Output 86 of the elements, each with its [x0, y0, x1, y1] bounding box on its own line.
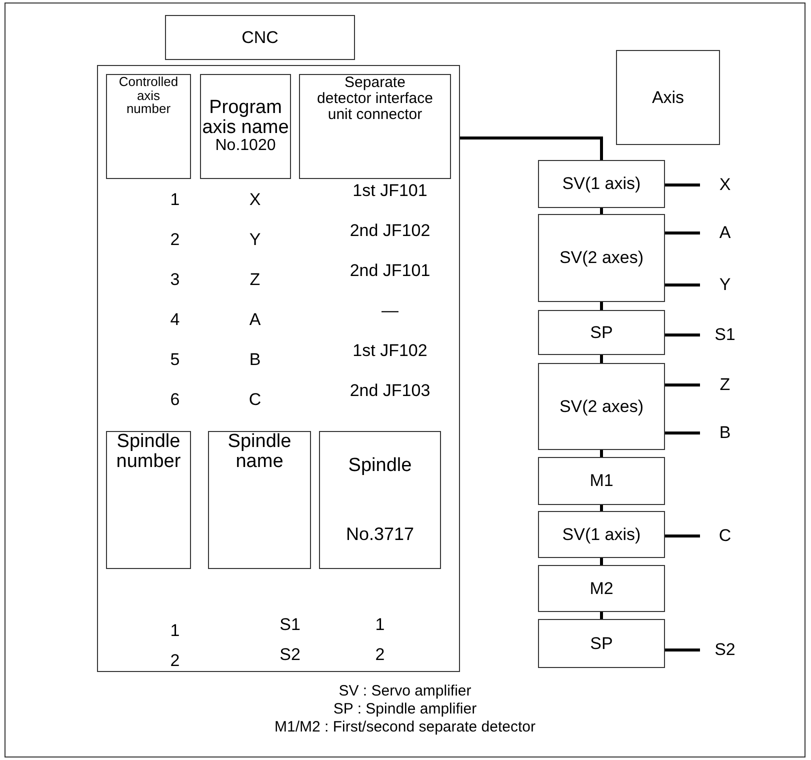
connector-line: [665, 534, 700, 538]
connector-line: [665, 232, 700, 234]
cnc-box: [165, 15, 355, 60]
table-value: 2nd JF101: [350, 261, 430, 281]
abbreviation-note: SV : Servo amplifier: [338, 682, 472, 700]
table-value: 1: [170, 621, 180, 641]
amplifier-box: [538, 363, 665, 450]
axis-letter: Y: [719, 276, 731, 294]
table-value: X: [249, 190, 261, 210]
axis-letter: C: [718, 527, 732, 545]
connector-line: [600, 505, 603, 511]
connector-line: [665, 184, 700, 186]
table-header-cell: [208, 431, 311, 569]
table-value: 2: [170, 230, 180, 250]
table-header-cell: [200, 74, 291, 179]
table-value: 5: [170, 350, 180, 370]
connector-line: [600, 558, 603, 565]
header-text: Separate detector interface unit connector: [316, 75, 434, 122]
header-text: No.3717: [346, 524, 414, 544]
connector-line: [600, 612, 603, 619]
table-value: Y: [249, 230, 261, 250]
amplifier-box: [538, 457, 665, 505]
connector-line: [665, 648, 700, 652]
table-value: 2nd JF103: [350, 381, 430, 401]
header-text: No.1020: [214, 138, 277, 155]
amplifier-box: [538, 511, 665, 558]
table-value: 1st JF102: [352, 341, 428, 361]
connector-line: [665, 334, 700, 336]
table-header-cell: [106, 74, 191, 179]
table-value: B: [249, 350, 261, 370]
table-value: A: [249, 310, 261, 330]
box-label: SV(2 axes): [559, 398, 644, 416]
box-label: CNC: [242, 28, 278, 46]
table-value: 4: [170, 310, 180, 330]
table-header-cell: [299, 74, 451, 179]
header-text: Spindle: [348, 456, 412, 476]
amplifier-box: [538, 214, 665, 302]
connector-line: [460, 136, 603, 160]
header-text: Program axis name: [201, 98, 290, 138]
header-text: Spindle name: [226, 432, 292, 472]
axis-letter: Z: [720, 376, 730, 394]
box-label: M2: [590, 580, 614, 598]
table-value: 2: [170, 651, 180, 671]
connector-line: [665, 432, 700, 434]
table-header-cell: [106, 431, 191, 569]
table-value: 2: [375, 645, 385, 665]
amplifier-box: [538, 565, 665, 612]
panel: [97, 65, 460, 672]
connector-line: [665, 284, 700, 286]
table-value: —: [382, 301, 398, 321]
box-label: SV(1 axis): [562, 526, 641, 544]
box-label: SV(1 axis): [562, 175, 641, 193]
header-text: Spindle number: [115, 432, 182, 472]
header-text: Controlled axis number: [118, 75, 180, 116]
box-label: SP: [590, 324, 613, 342]
axis-letter: X: [719, 176, 731, 194]
axis-box: [616, 50, 720, 145]
table-value: 6: [170, 390, 180, 410]
table-value: 3: [170, 270, 180, 290]
connector-line: [600, 450, 603, 457]
abbreviation-note: M1/M2 : First/second separate detector: [274, 718, 536, 736]
axis-letter: A: [719, 224, 731, 242]
connector-line: [600, 302, 603, 310]
table-value: S1: [280, 615, 300, 635]
amplifier-box: [538, 310, 665, 355]
table-header-cell: [319, 431, 441, 569]
axis-letter: S1: [714, 326, 736, 344]
box-label: M1: [590, 472, 614, 490]
amplifier-box: [538, 160, 665, 208]
abbreviation-note: SP : Spindle amplifier: [333, 700, 477, 718]
table-value: 2nd JF102: [350, 221, 430, 241]
table-value: C: [248, 390, 262, 410]
table-value: 1: [170, 190, 180, 210]
axis-letter: B: [719, 424, 731, 442]
table-value: 1st JF101: [352, 181, 428, 201]
box-label: SP: [590, 634, 613, 652]
amplifier-box: [538, 619, 665, 668]
box-label: SV(2 axes): [559, 249, 644, 267]
table-value: 1: [375, 615, 385, 635]
axis-letter: S2: [714, 641, 736, 659]
connector-line: [600, 355, 603, 363]
connector-line: [600, 208, 603, 214]
table-value: Z: [250, 270, 260, 290]
connector-line: [665, 384, 700, 386]
table-value: S2: [280, 645, 300, 665]
box-label: Axis: [652, 88, 684, 106]
